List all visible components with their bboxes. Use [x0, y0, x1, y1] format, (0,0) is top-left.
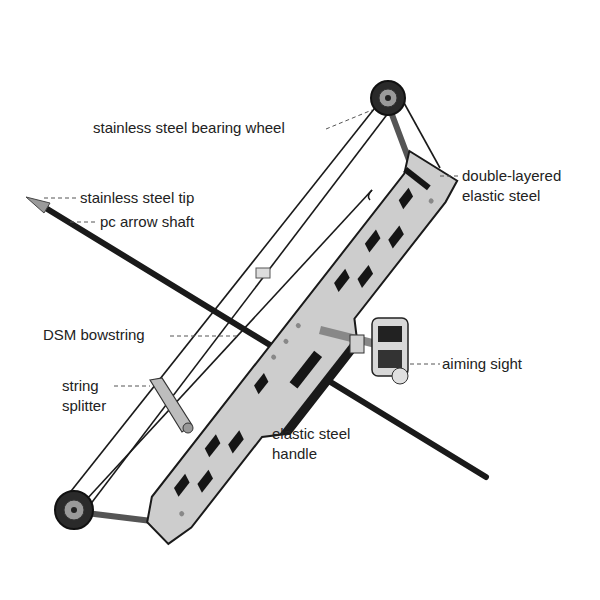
part-label: DSM bowstring: [43, 325, 178, 345]
arrow-rest: [256, 268, 270, 278]
bearing-wheel: [55, 81, 405, 529]
handle: [127, 146, 476, 561]
part-label: stainless steel bearing wheel: [93, 118, 333, 138]
part-label: string splitter: [62, 376, 122, 416]
aiming-sight: [320, 318, 408, 384]
part-label: aiming sight: [442, 354, 562, 374]
string-splitter: [150, 378, 193, 433]
part-label: stainless steel tip: [80, 188, 250, 208]
part-label: double-layered elastic steel: [462, 166, 592, 206]
leader-line: [44, 110, 460, 386]
part-label: elastic steel handle: [272, 424, 382, 464]
part-label: pc arrow shaft: [100, 212, 250, 232]
bowstring: [64, 92, 440, 518]
